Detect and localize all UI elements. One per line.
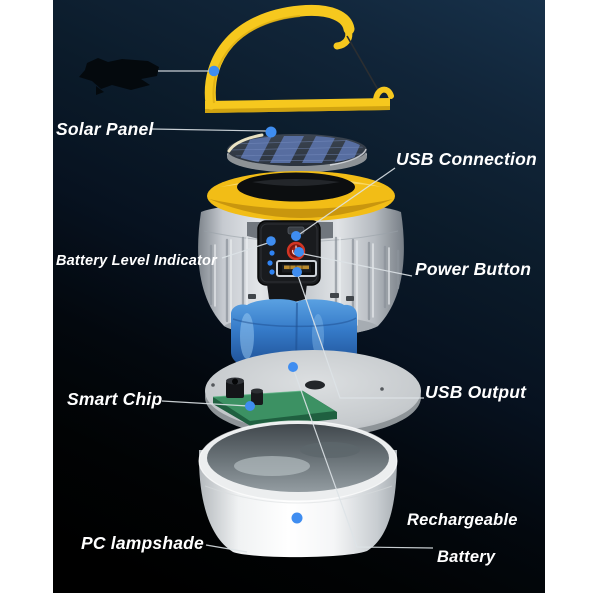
leader-solar-panel [151, 128, 267, 132]
usb-pass-hole [305, 380, 325, 390]
label-power-button: Power Button [415, 259, 532, 279]
leader-power-button [298, 252, 413, 277]
head-opening [237, 172, 355, 202]
battery-leds [267, 250, 275, 275]
head-bottom-vents [248, 293, 354, 301]
pcb-button [251, 388, 263, 405]
leader-rechargeable-battery [292, 367, 434, 549]
label-pc-lampshade: PC lampshade [81, 533, 204, 553]
dot-usb-output [292, 267, 302, 277]
label-rechargeable-battery-2: Battery [437, 548, 496, 566]
leader-usb-connection [296, 167, 396, 237]
screw [211, 383, 215, 387]
dot-battery-level [266, 236, 276, 246]
leader-usb-output [296, 272, 424, 399]
label-rechargeable-battery-1: Rechargeable [407, 511, 518, 529]
leader-battery-level [221, 241, 272, 259]
screw [380, 387, 384, 391]
hanging-clip-silhouette [79, 58, 159, 95]
label-battery-level: Battery Level Indicator [56, 253, 217, 269]
driver-plate [205, 350, 421, 438]
dc-jack [226, 377, 244, 398]
dot-solar-panel [265, 126, 277, 138]
marker-dots [208, 65, 304, 524]
dot-usb-connection [291, 231, 301, 241]
handle [204, 4, 394, 113]
leader-smart-chip [161, 400, 249, 407]
solar-cells [230, 136, 364, 163]
handle-rope [346, 35, 382, 96]
dot-lampshade [291, 512, 303, 524]
label-usb-output: USB Output [425, 382, 527, 402]
dot-smart-chip [245, 401, 255, 411]
label-solar-panel: Solar Panel [56, 119, 154, 139]
lamp-head-ring [207, 171, 395, 221]
head-tongue [267, 284, 307, 303]
lampshade [198, 420, 398, 558]
dot-handle [208, 65, 220, 77]
solar-panel [227, 133, 367, 173]
label-smart-chip: Smart Chip [67, 389, 163, 409]
dot-power-button [294, 247, 304, 257]
dot-battery [288, 362, 298, 372]
leader-pc-lampshade [205, 544, 248, 553]
leader-lines [151, 70, 434, 553]
label-usb-connection: USB Connection [396, 149, 537, 169]
